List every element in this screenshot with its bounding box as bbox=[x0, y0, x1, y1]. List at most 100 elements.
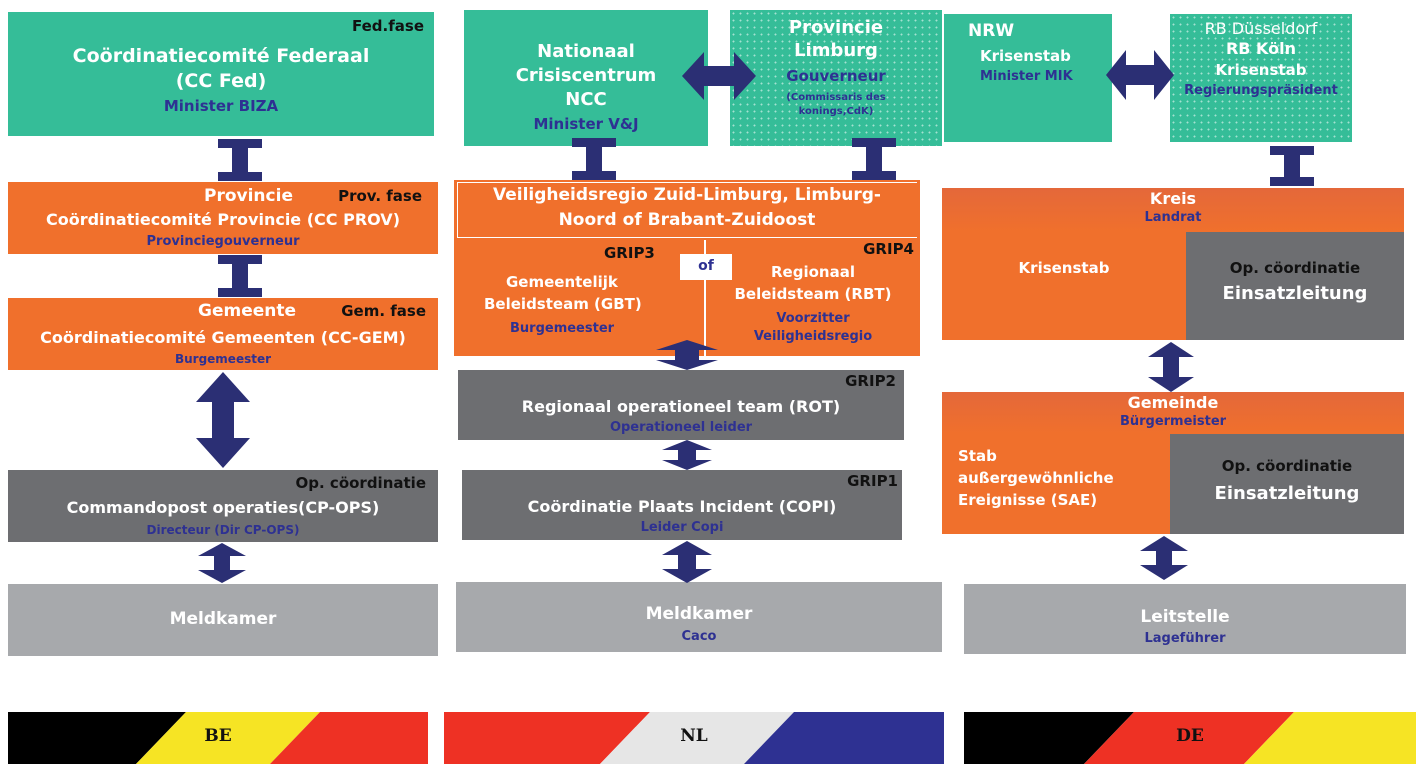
de-kreis-op-coordination: Op. cöordinatie bbox=[1229, 259, 1361, 277]
de-sae-box: Stab außergewöhnliche Ereignisse (SAE) bbox=[942, 434, 1170, 534]
nl-ncc-role: Minister V&J bbox=[533, 115, 639, 133]
be-cp-ops-title: Commandopost operaties(CP-OPS) bbox=[66, 498, 380, 517]
be-cc-prov-role: Provinciegouverneur bbox=[146, 234, 300, 249]
nl-grip3-label: GRIP3 bbox=[604, 244, 655, 262]
be-cc-fed-title: Coördinatiecomité Federaal bbox=[72, 45, 370, 67]
de-nrw-krisenstab: Krisenstab bbox=[980, 47, 1071, 65]
be-gem-title: Gemeente bbox=[198, 301, 297, 321]
nl-ncc-line1: Nationaal bbox=[537, 41, 635, 62]
de-gemeinde-role: Bürgermeister bbox=[1119, 414, 1227, 429]
be-flag-banner: BE bbox=[8, 712, 428, 764]
nl-rbt-box: GRIP4 Regionaal Beleidsteam (RBT) Voorzi… bbox=[706, 240, 920, 356]
de-kreis-einsatzleitung-box: Op. cöordinatie Einsatzleitung bbox=[1186, 232, 1404, 340]
be-prov-gem-arrow bbox=[218, 255, 262, 297]
nl-rot-box: GRIP2 Regionaal operationeel team (ROT) … bbox=[458, 370, 904, 440]
nl-rbt-role1: Voorzitter bbox=[776, 311, 850, 326]
de-leitstelle-title: Leitstelle bbox=[1140, 607, 1230, 627]
de-kreis-role: Landrat bbox=[1144, 210, 1202, 225]
be-cc-gem-title: Coördinatiecomité Gemeenten (CC-GEM) bbox=[40, 328, 406, 347]
nl-of-label-box: of bbox=[680, 254, 732, 280]
nl-ncc-vr-arrow bbox=[572, 138, 616, 180]
nl-copi-role: Leider Copi bbox=[640, 520, 724, 535]
nl-rot-role: Operationeel leider bbox=[609, 420, 753, 435]
nl-meldkamer-box: Meldkamer Caco bbox=[456, 582, 942, 652]
de-rb-dusseldorf: RB Düsseldorf bbox=[1204, 19, 1318, 38]
nl-limburg-box: Provincie Limburg Gouverneur (Commissari… bbox=[730, 10, 942, 146]
de-gemeinde-einsatzleitung-box: Op. cöordinatie Einsatzleitung bbox=[1170, 434, 1404, 534]
de-rb-kreis-arrow bbox=[1270, 146, 1314, 186]
nl-flag-label: NL bbox=[680, 726, 708, 746]
de-nrw-rb-arrow bbox=[1106, 50, 1174, 100]
de-flag-banner: DE bbox=[964, 712, 1416, 764]
de-gemeinde-header: Gemeinde Bürgermeister bbox=[942, 392, 1404, 434]
de-flag-label: DE bbox=[1176, 726, 1204, 746]
be-prov-phase-label: Prov. fase bbox=[338, 187, 422, 205]
be-cc-prov-title: Coördinatiecomité Provincie (CC PROV) bbox=[45, 210, 400, 229]
de-flag-stripes bbox=[964, 712, 1416, 764]
nl-copi-meldkamer-arrow bbox=[662, 541, 712, 583]
be-meldkamer-title: Meldkamer bbox=[169, 609, 277, 629]
nl-ncc-abbr: NCC bbox=[565, 89, 607, 110]
de-nrw-role: Minister MIK bbox=[980, 69, 1073, 84]
de-rb-role: Regierungspräsident bbox=[1184, 83, 1338, 98]
de-sae-line2: außergewöhnliche bbox=[958, 469, 1114, 487]
nl-flag-stripes bbox=[444, 712, 944, 764]
be-fed-phase-label: Fed.fase bbox=[352, 17, 424, 35]
be-cpops-meldkamer-arrow bbox=[198, 543, 246, 583]
nl-ncc-limburg-arrow bbox=[682, 52, 756, 100]
nl-grip-rot-arrow bbox=[656, 340, 718, 370]
nl-rbt-line1: Regionaal bbox=[771, 263, 855, 281]
be-gem-cpops-arrow bbox=[196, 372, 250, 468]
nl-grip2-label: GRIP2 bbox=[845, 372, 896, 390]
be-flag-label: BE bbox=[204, 726, 232, 746]
de-gemeinde-leitstelle-arrow bbox=[1140, 536, 1188, 580]
nl-vr-line2: Noord of Brabant-Zuidoost bbox=[558, 210, 816, 230]
nl-limburg-role-line2: (Commissaris des bbox=[786, 92, 886, 103]
de-kreis-krisenstab-box: Krisenstab bbox=[942, 232, 1186, 340]
be-cc-fed-box: Fed.fase Coördinatiecomité Federaal (CC … bbox=[8, 12, 434, 136]
de-sae-line3: Ereignisse (SAE) bbox=[958, 491, 1098, 509]
de-nrw-title: NRW bbox=[968, 21, 1015, 41]
de-kreis-header: Kreis Landrat bbox=[942, 188, 1404, 232]
nl-meldkamer-role: Caco bbox=[681, 629, 717, 644]
nl-of-label: of bbox=[698, 258, 714, 274]
nl-flag-banner: NL bbox=[444, 712, 944, 764]
nl-copi-box: GRIP1 Coördinatie Plaats Incident (COPI)… bbox=[462, 470, 902, 540]
nl-ncc-box: Nationaal Crisiscentrum NCC Minister V&J bbox=[464, 10, 708, 146]
nl-rbt-line2: Beleidsteam (RBT) bbox=[734, 285, 892, 303]
be-prov-title: Provincie bbox=[204, 186, 293, 206]
de-kreis-gemeinde-arrow bbox=[1148, 342, 1194, 392]
be-cc-fed-role: Minister BIZA bbox=[163, 97, 279, 115]
de-rb-box: RB Düsseldorf RB Köln Krisenstab Regieru… bbox=[1170, 14, 1352, 142]
nl-limburg-role: Gouverneur bbox=[786, 67, 886, 85]
nl-limburg-vr-arrow bbox=[852, 138, 896, 180]
nl-rot-title: Regionaal operationeel team (ROT) bbox=[521, 397, 841, 416]
be-op-coordination-label: Op. cöordinatie bbox=[295, 474, 426, 492]
nl-limburg-line1: Provincie bbox=[788, 17, 884, 38]
de-kreis-einsatzleitung: Einsatzleitung bbox=[1222, 283, 1368, 304]
be-cp-ops-role: Directeur (Dir CP-OPS) bbox=[146, 523, 300, 537]
nl-limburg-line2: Limburg bbox=[794, 40, 878, 61]
nl-grip1-label: GRIP1 bbox=[847, 472, 898, 490]
nl-rbt-role2: Veiligheidsregio bbox=[753, 329, 873, 344]
nl-limburg-role-line3: konings,CdK) bbox=[798, 106, 874, 117]
de-gemeinde-einsatzleitung: Einsatzleitung bbox=[1214, 483, 1360, 504]
be-meldkamer-box: Meldkamer bbox=[8, 584, 438, 656]
be-cc-gem-role: Burgemeester bbox=[174, 352, 272, 366]
de-kreis-krisenstab: Krisenstab bbox=[1018, 259, 1110, 277]
be-flag-stripes bbox=[8, 712, 428, 764]
de-sae-line1: Stab bbox=[958, 447, 997, 465]
be-cp-ops-box: Op. cöordinatie Commandopost operaties(C… bbox=[8, 470, 438, 542]
de-gemeinde-title: Gemeinde bbox=[1127, 393, 1219, 412]
de-gemeinde-op-coordination: Op. cöordinatie bbox=[1221, 457, 1353, 475]
nl-gbt-box: GRIP3 Gemeentelijk Beleidsteam (GBT) Bur… bbox=[454, 240, 704, 356]
nl-copi-title: Coördinatie Plaats Incident (COPI) bbox=[527, 497, 837, 516]
be-cc-gem-box: Gemeente Gem. fase Coördinatiecomité Gem… bbox=[8, 298, 438, 370]
be-gem-phase-label: Gem. fase bbox=[341, 302, 426, 320]
nl-gbt-line2: Beleidsteam (GBT) bbox=[484, 295, 642, 313]
nl-meldkamer-title: Meldkamer bbox=[645, 604, 753, 624]
nl-vr-outline bbox=[457, 182, 917, 238]
nl-ncc-line2: Crisiscentrum bbox=[515, 65, 657, 86]
de-rb-koln: RB Köln bbox=[1225, 39, 1297, 58]
nl-vr-line1: Veiligheidsregio Zuid-Limburg, Limburg- bbox=[493, 185, 881, 205]
